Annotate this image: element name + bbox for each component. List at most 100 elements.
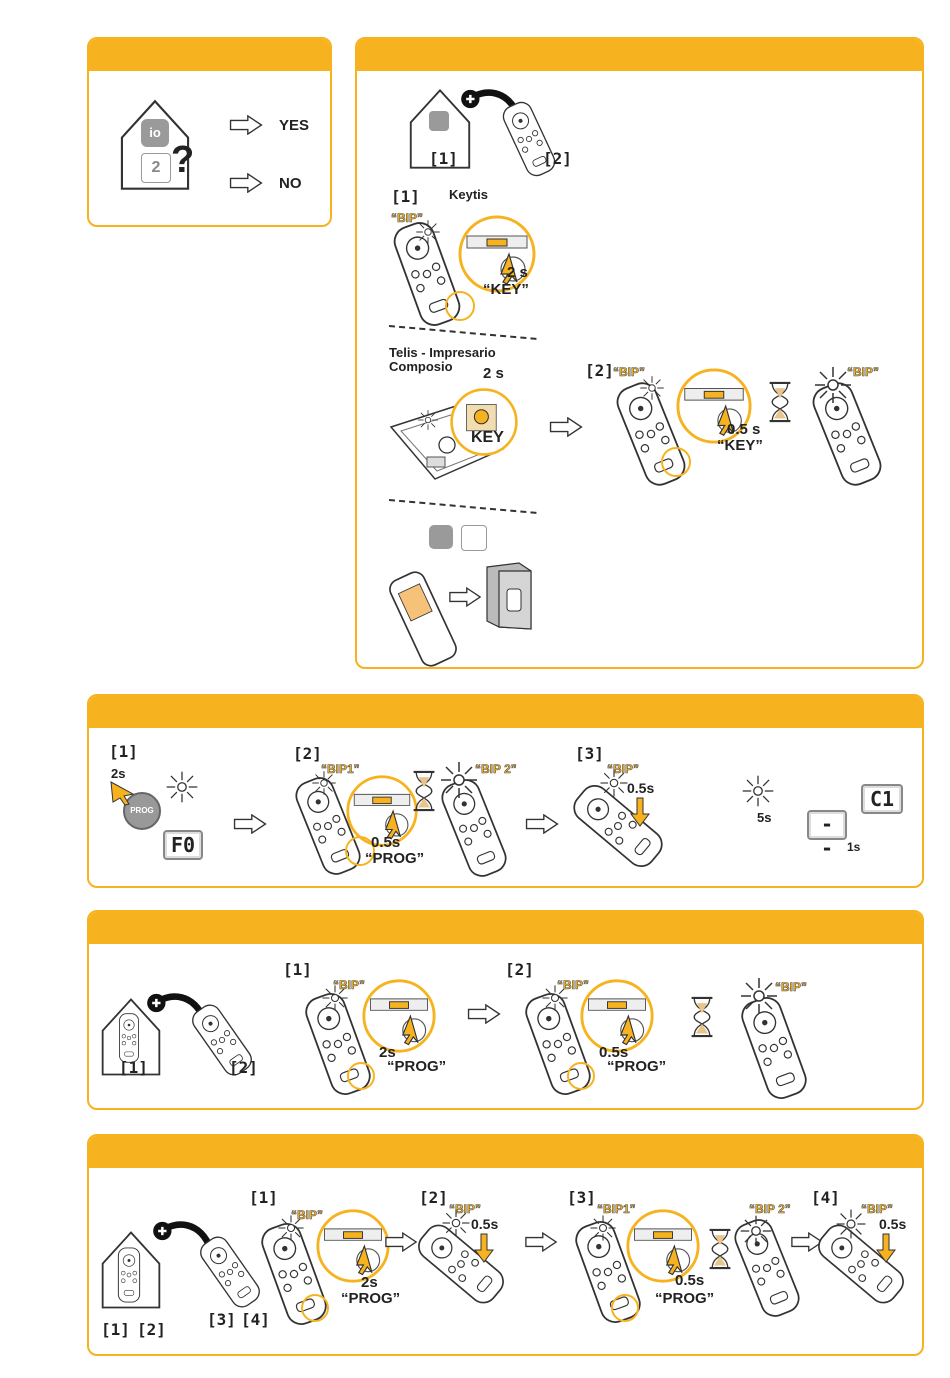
- keytis-step-label: [1]: [391, 187, 420, 206]
- remote-step3-label: [3]: [207, 1310, 236, 1329]
- step1-label: [1]: [249, 1188, 278, 1207]
- star-icon: [741, 774, 775, 808]
- step2-time: 0.5s: [471, 1216, 499, 1232]
- remote-step4-label: [4]: [241, 1310, 270, 1329]
- step1-label: [1]: [109, 742, 138, 761]
- step4-time: 0.5s: [879, 1216, 907, 1232]
- house-step1-label: [1]: [101, 1320, 130, 1339]
- step1-prog-label: “PROG”: [341, 1290, 401, 1307]
- step3-label: [3]: [575, 744, 604, 763]
- step4-label: [4]: [811, 1188, 840, 1207]
- bip2-label: “BIP 2”: [749, 1202, 791, 1217]
- step1-prog-label: “PROG”: [387, 1058, 447, 1075]
- remote-icon: [494, 94, 564, 183]
- remote-icon: [113, 1246, 145, 1304]
- star-icon: [311, 770, 337, 796]
- arrow-right-icon: [229, 115, 263, 135]
- keytis-key-label: “KEY”: [483, 281, 529, 298]
- pointer-arrow-icon: [110, 781, 135, 806]
- star-icon: [415, 219, 441, 245]
- telis-key-label: KEY: [471, 429, 504, 446]
- star-icon: [321, 984, 349, 1012]
- arrow-right-icon: [525, 814, 559, 834]
- zoom-small-circle: [301, 1294, 329, 1322]
- star-icon: [541, 984, 569, 1012]
- star-icon: [739, 1214, 773, 1248]
- bip2-label: “BIP 2”: [475, 762, 517, 777]
- star-icon: [441, 1208, 471, 1238]
- step2-label: [2]: [293, 744, 322, 763]
- yes-label: YES: [279, 117, 310, 134]
- step2-label: [2]: [505, 960, 534, 979]
- bip-label: “BIP”: [557, 978, 590, 993]
- keytis-time: 2 s: [507, 264, 528, 281]
- step1-time: 2s: [379, 1044, 396, 1061]
- manual-book-icon: [486, 562, 532, 630]
- rts-badge: 2: [141, 153, 171, 183]
- zoom-small-circle: [661, 447, 691, 477]
- pointer-arrow-icon: [876, 1233, 896, 1263]
- remote-icon: [115, 1012, 143, 1064]
- bip-label: “BIP”: [391, 211, 424, 226]
- remote-step-label: [2]: [229, 1058, 258, 1077]
- house-step-label: [1]: [429, 149, 458, 168]
- io-badge: [429, 525, 453, 549]
- lcd-time: 1s: [847, 840, 861, 854]
- star-icon: [739, 976, 779, 1016]
- bip-label: “BIP”: [861, 1202, 894, 1217]
- hourglass-icon: [767, 379, 793, 425]
- step2-prog-label: “PROG”: [365, 850, 425, 867]
- zoom-key-button-icon: [450, 388, 518, 456]
- house-step-label: [1]: [119, 1058, 148, 1077]
- panel-add-remote: [1] [2] [1] “BIP” 2s “PROG” [2] “BIP” 0.…: [87, 910, 924, 1110]
- divider: [388, 325, 537, 340]
- step2-label: [2]: [419, 1188, 448, 1207]
- step3-prog-label: “PROG”: [655, 1290, 715, 1307]
- step2-time: 0.5s: [599, 1044, 629, 1061]
- lcd-display: - -: [807, 810, 847, 860]
- step2-prog-label: “PROG”: [607, 1058, 667, 1075]
- arrow-right-icon: [229, 173, 263, 193]
- star-icon: [639, 375, 665, 401]
- step2-time: 0.5 s: [727, 421, 761, 438]
- prog-button[interactable]: PROG: [123, 792, 161, 830]
- zoom-small-circle: [345, 836, 375, 866]
- zoom-small-circle: [445, 291, 475, 321]
- rts-badge: [461, 525, 487, 551]
- pointer-arrow-icon: [630, 797, 650, 827]
- bip-label: “BIP”: [291, 1208, 324, 1223]
- io-badge: [429, 111, 449, 131]
- remote-icon: [389, 571, 457, 667]
- io-badge: io: [141, 119, 169, 147]
- telis-time: 2 s: [483, 365, 504, 382]
- arrow-right-icon: [233, 814, 267, 834]
- step1-time: 2s: [111, 766, 126, 781]
- bip1-label: “BIP1”: [597, 1202, 636, 1217]
- step2-label: [2]: [585, 361, 614, 380]
- remote-step-label: [2]: [543, 149, 572, 168]
- star-icon: [439, 760, 479, 800]
- zoom-prog-icon: [315, 1208, 391, 1284]
- panel-header: [89, 696, 922, 728]
- no-label: NO: [279, 175, 302, 192]
- arrow-right-icon: [449, 587, 481, 607]
- bip1-label: “BIP1”: [321, 762, 360, 777]
- lcd-display: C1: [861, 784, 903, 814]
- star-icon: [813, 365, 853, 405]
- lcd-display: F0: [163, 830, 203, 860]
- step1-label: [1]: [283, 960, 312, 979]
- arrow-right-icon: [525, 1232, 557, 1252]
- telis-name-line2: Composio: [389, 359, 453, 374]
- panel-key-transfer: [1] [2] [1] Keytis “BIP” 2 s “KEY” Telis…: [355, 37, 924, 669]
- panel-header: [89, 1136, 922, 1168]
- step3-time: 0.5s: [675, 1272, 705, 1289]
- zoom-small-circle: [567, 1062, 595, 1090]
- zoom-small-circle: [347, 1062, 375, 1090]
- panel-pair-remote: [1] [2] [3] [4] [1] “BIP” 2s “PROG” [2] …: [87, 1134, 924, 1356]
- zoom-prog-icon: [361, 978, 437, 1054]
- star-icon: [589, 1214, 617, 1242]
- blink-time: 5s: [757, 810, 772, 825]
- telis-name-line1: Telis - Impresario: [389, 345, 496, 360]
- question-mark-icon: ?: [171, 139, 195, 181]
- bip-label: “BIP”: [333, 978, 366, 993]
